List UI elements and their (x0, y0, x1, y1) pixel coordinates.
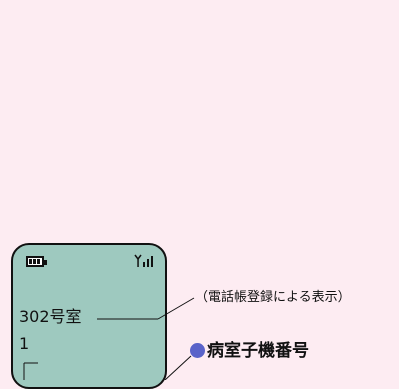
bullet-circle (190, 343, 205, 358)
signal-icon (134, 254, 153, 267)
room-extension-label: 病室子機番号 (190, 343, 309, 360)
room-extension-label-text: 病室子機番号 (207, 341, 309, 361)
room-name-display: 302号室 (19, 307, 82, 326)
display-note-label: （電話帳登録による表示） (195, 290, 351, 305)
battery-icon (26, 256, 47, 267)
room-extension-display: 1 (19, 334, 30, 353)
phone-screen: 302号室 1 (11, 243, 167, 389)
